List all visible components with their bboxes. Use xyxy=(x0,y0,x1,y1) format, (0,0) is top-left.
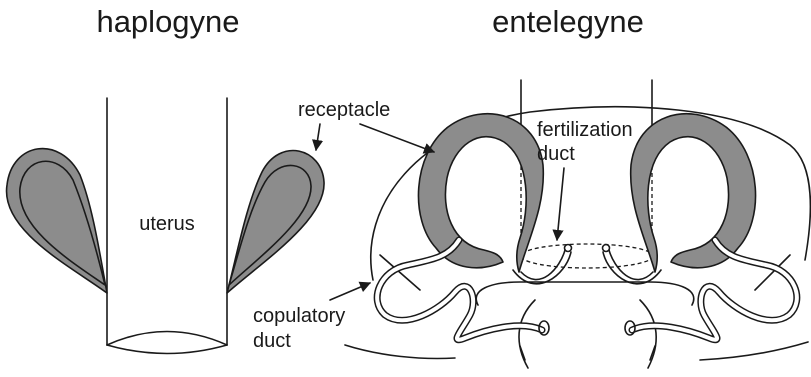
copulatory-label-line2: duct xyxy=(253,330,291,352)
receptacle-arrow-left xyxy=(316,124,320,150)
fertilization-label-line1: fertilization xyxy=(537,119,633,141)
haplogyne-receptacle-left xyxy=(7,149,107,293)
haplogyne-title: haplogyne xyxy=(96,4,239,39)
label-receptacle: receptacle xyxy=(298,99,434,152)
label-fertilization-duct: fertilization duct xyxy=(537,119,633,240)
entelegyne-receptacle-left xyxy=(418,114,543,272)
central-plate xyxy=(476,282,694,305)
haplogyne-diagram: haplogyne uterus xyxy=(7,4,325,354)
label-copulatory-duct: copulatory duct xyxy=(253,283,370,352)
uterus-label: uterus xyxy=(139,213,195,235)
receptacle-arrow-right xyxy=(360,124,434,152)
copulatory-arrow xyxy=(330,283,370,300)
entelegyne-receptacle-right xyxy=(631,114,756,272)
entelegyne-diagram: entelegyne xyxy=(345,4,810,368)
receptacle-label: receptacle xyxy=(298,99,390,121)
entelegyne-title: entelegyne xyxy=(492,4,644,39)
copulatory-label-line1: copulatory xyxy=(253,305,345,327)
haplogyne-receptacle-right xyxy=(227,151,324,293)
fertilization-arrow xyxy=(557,168,564,240)
fertilization-label-line2: duct xyxy=(537,143,575,165)
